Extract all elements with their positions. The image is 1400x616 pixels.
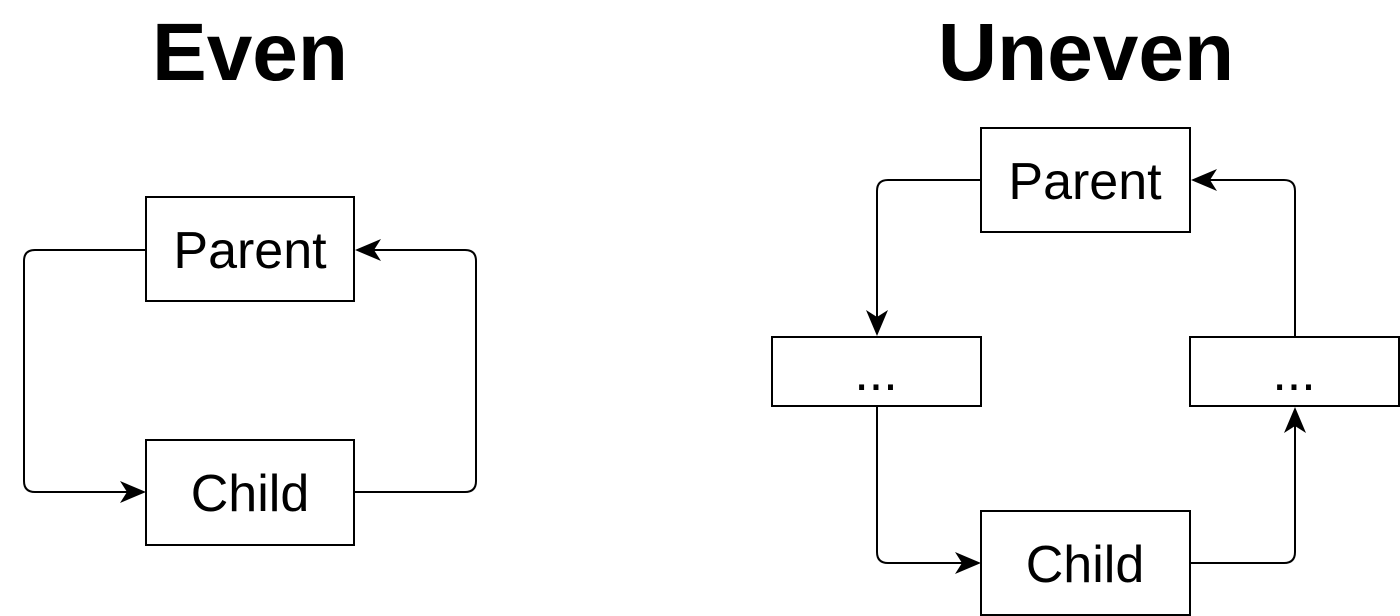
even-diagram: Even Parent Child: [23, 7, 477, 546]
even-parent-node: Parent: [145, 196, 355, 302]
uneven-right-ellipsis-node: ...: [1189, 336, 1400, 407]
uneven-arrowhead-to-right: [1284, 407, 1306, 433]
uneven-arrowhead-to-parent: [1191, 169, 1217, 191]
even-edge-parent-to-child: [23, 249, 146, 493]
uneven-edge-child-to-right: [1190, 421, 1296, 564]
even-edge-child-to-parent: [354, 249, 477, 493]
uneven-right-ellipsis-label: ...: [1272, 344, 1315, 402]
uneven-edge-right-to-parent: [1205, 179, 1296, 337]
even-arrowhead-to-parent: [355, 239, 381, 261]
uneven-parent-node: Parent: [980, 127, 1191, 233]
uneven-arrowhead-to-child: [955, 552, 981, 574]
even-child-node: Child: [145, 439, 355, 546]
uneven-left-ellipsis-node: ...: [771, 336, 982, 407]
uneven-title: Uneven: [938, 7, 1234, 98]
even-child-label: Child: [191, 465, 310, 523]
even-arrowhead-to-child: [120, 481, 146, 503]
uneven-diagram: Uneven Parent ... ... Child: [771, 7, 1400, 616]
uneven-arrowhead-to-left: [866, 310, 888, 336]
even-parent-label: Parent: [173, 222, 327, 280]
uneven-child-label: Child: [1026, 536, 1145, 594]
uneven-edge-left-to-child: [876, 406, 967, 564]
uneven-left-ellipsis-label: ...: [854, 344, 897, 402]
uneven-edge-parent-to-left: [876, 179, 981, 322]
uneven-parent-label: Parent: [1008, 153, 1162, 211]
even-title: Even: [152, 7, 348, 98]
uneven-child-node: Child: [980, 510, 1191, 616]
